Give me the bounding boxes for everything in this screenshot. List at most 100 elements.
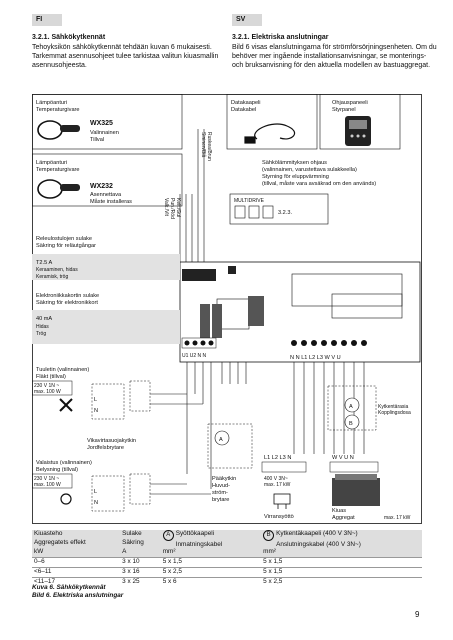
multidrive-modules: [234, 205, 274, 219]
junction-label-fi: Kytkentärasia: [378, 404, 409, 410]
pcb-component-right: [331, 293, 403, 319]
heater-terminals: W V U N: [332, 455, 354, 461]
ma40-sv: Trög: [36, 331, 46, 337]
control-panel-icon: [345, 116, 371, 146]
wx325-optional-fi: Valinnainen: [90, 130, 119, 136]
col-fuse-head-1: Sulake: [120, 530, 161, 539]
pcb-relay-2: [212, 304, 222, 338]
sv-section-title: 3.2.1. Elektriska anslutningar: [232, 34, 329, 41]
terminals-right-label: N N L1 L2 L3 W V U: [290, 355, 341, 361]
wx232-model: WX232: [90, 183, 113, 190]
wx232-install-sv: Måste installeras: [90, 198, 132, 205]
cable-b-letter: B: [349, 421, 353, 427]
heating-control-2: (valinnainen, varustettava sulakkeella): [262, 167, 357, 173]
multidrive-label: MULTIDRIVE: [234, 198, 265, 204]
col-b-head-2: Anslutningskabel (400 V 3N~): [276, 541, 361, 548]
data-cable-box: [226, 94, 318, 150]
col-a-head-1: Syöttökaapeli: [175, 530, 215, 537]
cell-cable-b: 5 x 2,5: [261, 577, 422, 587]
relay-fuse-fi: Releulostulojen sulake: [36, 236, 92, 242]
cell-power: 0–6: [32, 557, 121, 568]
data-cable-icon: [244, 123, 296, 144]
junction-box: [327, 385, 377, 431]
fan-spec-1: 230 V 1N ~: [34, 383, 59, 389]
col-fuse-unit: A: [120, 548, 161, 558]
cell-power: <6–11: [32, 567, 121, 578]
light-spec-1: 230 V 1N ~: [34, 476, 59, 482]
caption-sv: Bild 6. Elektriska anslutningar: [32, 592, 124, 599]
cell-fuse: 3 x 10: [120, 557, 161, 568]
supply-spec-2: max. 17 kW: [264, 482, 291, 488]
ma40-label: 40 mA: [36, 316, 52, 322]
sensor-wx325-icon: [37, 120, 80, 140]
table-row: <6–11 3 x 16 5 x 2,5 5 x 1,5: [32, 567, 422, 578]
fi-section-body: Tehoyksikön sähkökytkennät tehdään kuvan…: [32, 44, 219, 69]
caption-fi: Kuva 6. Sähkökytkennät: [32, 584, 106, 591]
junction-a-letter: A: [349, 404, 353, 410]
fan-rcd: [129, 380, 151, 412]
sensor-wx232-box: [32, 153, 183, 207]
terminal-screws: [181, 337, 367, 349]
cell-cable-a: 5 x 2,5: [160, 567, 262, 578]
supply-label-fi: Virransyöttö: [264, 514, 294, 520]
load-wires: [150, 362, 365, 495]
pcb-relay-1: [200, 304, 210, 338]
light-label-fi: Valaistus (valinnainen): [36, 460, 92, 466]
supply-plug-icon: [273, 493, 291, 509]
pcb-sensor-connector: [228, 266, 236, 274]
t25-label: T2.5 A: [36, 260, 52, 266]
relay-fuse-sv: Säkring för reläutgångar: [36, 242, 96, 249]
col-power-head-1: Kiuasteho: [32, 530, 121, 539]
multidrive-ref: 3.2.3.: [278, 210, 292, 216]
light-rcd: [129, 473, 151, 505]
fan-junction-box: [91, 383, 125, 420]
sv-section-body: Bild 6 visas elanslutningarna för strömf…: [232, 44, 437, 69]
elec-fuse-fi: Elektroniikkakortin sulake: [36, 293, 99, 299]
main-switch-line-3: ström-: [212, 490, 228, 496]
pcb-connector-strip: [182, 269, 216, 281]
light-junction-box: [91, 475, 125, 512]
multidrive-box: [229, 193, 329, 225]
heating-control-4: (tillval, måste vara avsäkrad om den anv…: [262, 180, 376, 187]
col-fuse-head-2: Säkring: [120, 539, 161, 548]
heater-icon: [332, 474, 380, 506]
supply-terminals: L1 L2 L3 N: [264, 455, 291, 461]
cable-b-badge: [344, 414, 360, 430]
sensor2-label-sv: Temperaturgivare: [36, 167, 80, 173]
control-panel-box: [319, 94, 401, 150]
cell-cable-b: 5 x 1,5: [261, 567, 422, 578]
wx325-model: WX325: [90, 120, 113, 127]
heater-spec: max. 17 kW: [384, 515, 411, 521]
wiring-diagram: Lämpöanturi Temperaturgivare WX325 Valin…: [32, 94, 422, 524]
t25-fi: Keraaminen, hidas: [36, 267, 78, 273]
wx232-install-fi: Asennettava: [90, 192, 122, 198]
table-row: 0–6 3 x 10 5 x 1,5 5 x 1,5: [32, 557, 422, 568]
cable-a-badge: [214, 430, 230, 446]
sensor-wx325-box: [32, 94, 183, 150]
main-switch-line-4: brytare: [212, 497, 229, 503]
light-label-sv: Belysning (tillval): [36, 467, 78, 473]
pcb-transformer: [248, 296, 264, 326]
col-b-unit: mm²: [261, 548, 422, 558]
col-a-head-2: Inmatningskabel: [175, 541, 223, 548]
ma40-fi: Hidas: [36, 324, 49, 330]
panel-sv: Styrpanel: [332, 107, 356, 113]
fan-icon: [59, 398, 73, 412]
fan-N: N: [94, 408, 98, 414]
heater-label-fi: Kiuas: [332, 508, 346, 514]
light-spec-2: max. 100 W: [34, 482, 61, 488]
wire-label-blue: Sininen/Blå: [200, 132, 207, 158]
pcb-component-left: [291, 273, 403, 307]
light-N: N: [94, 500, 98, 506]
lang-tag-sv: SV: [232, 14, 262, 26]
sensor1-label-fi: Lämpöanturi: [36, 100, 67, 106]
col-a-unit: mm²: [160, 548, 262, 558]
sensor-wires: [179, 129, 205, 262]
heating-control-1: Sähkölämmityksen ohjaus: [262, 160, 327, 166]
fan-spec-2: max. 100 W: [34, 389, 61, 395]
fan-spec-box: [32, 380, 73, 396]
rcd-label-sv: Jordfelsbrytare: [87, 445, 124, 451]
